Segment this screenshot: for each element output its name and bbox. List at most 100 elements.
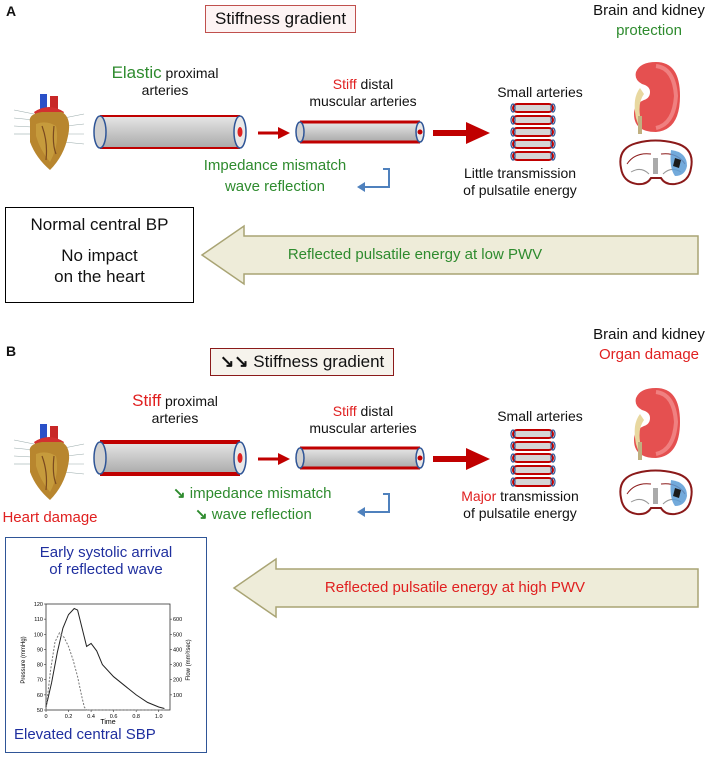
x-axis-label: Time: [100, 719, 115, 726]
big-arrow-icon: [433, 122, 490, 144]
small-arteries-icon: [510, 429, 556, 487]
y2-tick-label: 600: [173, 617, 182, 623]
y-tick-label: 60: [37, 693, 43, 699]
small-arteries-icon: [510, 103, 556, 161]
x-tick-label: 0.2: [65, 714, 73, 720]
panel-a-vessels: [93, 103, 556, 161]
panel-a-outcome: protection: [616, 22, 682, 39]
panel-a-distal-rest: distal: [360, 76, 394, 92]
x-tick-label: 1.0: [155, 714, 163, 720]
panel-a-reflection: wave reflection: [224, 178, 326, 195]
panel-b-outcome: Organ damage: [598, 346, 700, 363]
normal-bp-text: Normal central BP: [30, 215, 169, 234]
panel-b-proximal-line2: arteries: [151, 410, 199, 426]
panel-b-proximal-rest: proximal: [164, 393, 218, 409]
panel-a-mismatch: Impedance mismatch: [203, 157, 347, 174]
panel-b-title: ↘↘ Stiffness gradient: [210, 348, 395, 376]
arrow-icon: [258, 453, 290, 465]
x-tick-label: 0: [44, 714, 47, 720]
panel-a-arrow-label: Reflected pulsatile energy at low PWV: [287, 246, 543, 263]
panel-b-vessels: [93, 429, 556, 487]
panel-b-transmission: Major transmission of pulsatile energy: [440, 488, 600, 522]
panel-a-proximal-line2: arteries: [141, 82, 189, 98]
reflection-arrow-icon: [357, 493, 390, 517]
y2-tick-label: 100: [173, 693, 182, 699]
heart-icon: [13, 424, 85, 500]
panel-a-transmission-line1: Little transmission: [463, 165, 577, 181]
y2-tick-label: 500: [173, 632, 182, 638]
kidney-icon: [634, 388, 680, 460]
y-tick-label: 100: [34, 632, 43, 638]
x-tick-label: 0.6: [110, 714, 118, 720]
panel-b-reflection: ↘ wave reflection: [195, 505, 312, 523]
y2-tick-label: 300: [173, 663, 182, 669]
stiff-proximal-artery: [93, 440, 247, 476]
kidney-icon: [634, 62, 680, 134]
y-tick-label: 50: [37, 708, 43, 714]
flow-series-line: [45, 631, 165, 711]
down-arrow-icon: ↘: [195, 506, 208, 523]
panel-a-proximal-rest: proximal: [165, 65, 219, 81]
panel-b-transmission-rest: transmission: [500, 488, 579, 504]
brain-icon: [619, 139, 693, 186]
inset-title-line1: Early systolic arrival: [39, 544, 173, 561]
panel-b-letter: B: [6, 343, 17, 359]
panel-a-proximal-label: Elastic proximal arteries: [95, 64, 235, 99]
panel-a-distal-line2: muscular arteries: [309, 93, 417, 109]
on-heart-text: on the heart: [54, 267, 145, 286]
panel-b-proximal-label: Stiff proximal arteries: [100, 392, 250, 427]
panel-a-transmission-line2: of pulsatile energy: [463, 182, 577, 198]
elastic-proximal-artery: [93, 115, 247, 149]
no-impact-text: No impact: [61, 246, 138, 265]
x-tick-label: 0.4: [87, 714, 95, 720]
panel-b-distal-word: Stiff: [332, 403, 357, 419]
panel-a-transmission: Little transmission of pulsatile energy: [440, 165, 600, 199]
normal-bp-box: Normal central BP No impact on the heart: [5, 207, 194, 303]
panel-b-brain-kidney: Brain and kidney: [593, 326, 705, 343]
stiff-distal-artery: [295, 446, 425, 470]
panel-b-mismatch-text: impedance mismatch: [189, 485, 332, 502]
y2-tick-label: 400: [173, 647, 182, 653]
plot-frame: [45, 603, 171, 711]
stiff-distal-artery: [295, 120, 425, 144]
y-tick-label: 120: [34, 602, 43, 608]
panel-b-small-arteries-label: Small arteries: [497, 408, 583, 424]
y-axis-label: Pressure (mmHg): [21, 636, 27, 683]
panel-a-title: Stiffness gradient: [205, 5, 357, 33]
panel-b-title-text: Stiffness gradient: [253, 352, 385, 371]
panel-a-title-text: Stiffness gradient: [215, 9, 347, 28]
big-arrow-icon: [433, 448, 490, 470]
heart-damage-label: Heart damage: [2, 509, 98, 526]
down-arrows-icon: ↘↘: [220, 352, 249, 371]
panel-a-small-arteries-label: Small arteries: [497, 84, 583, 100]
panel-a-proximal-word: Elastic: [111, 63, 162, 82]
inset-footer: Elevated central SBP: [14, 726, 156, 743]
panel-b-proximal-word: Stiff: [132, 391, 162, 410]
y-tick-label: 80: [37, 663, 43, 669]
panel-a-distal-label: Stiff distal muscular arteries: [293, 76, 433, 110]
panel-b-distal-rest: distal: [360, 403, 394, 419]
y2-axis-label: Flow (mm³/sec): [186, 639, 192, 680]
early-reflection-inset: Early systolic arrival of reflected wave…: [5, 537, 207, 753]
panel-b-transmission-line2: of pulsatile energy: [463, 505, 577, 521]
panel-b-mismatch: ↘ impedance mismatch: [173, 484, 331, 502]
panel-b-transmission-word: Major: [461, 488, 497, 504]
x-tick-label: 0.8: [132, 714, 140, 720]
reflected-energy-arrow-b: [232, 557, 699, 619]
reflected-energy-arrow-a: [200, 224, 699, 286]
reflection-arrow-icon: [357, 168, 390, 192]
panel-b-distal-line2: muscular arteries: [309, 420, 417, 436]
y2-tick-label: 200: [173, 678, 182, 684]
arrow-icon: [258, 127, 290, 139]
panel-a-distal-word: Stiff: [332, 76, 357, 92]
pressure-series-line: [45, 607, 165, 709]
down-arrow-icon: ↘: [173, 485, 186, 502]
panel-a-brain-kidney: Brain and kidney: [593, 2, 705, 19]
panel-a-letter: A: [6, 3, 17, 19]
brain-icon: [619, 469, 693, 516]
panel-b-distal-label: Stiff distal muscular arteries: [293, 403, 433, 437]
y-tick-label: 90: [37, 647, 43, 653]
y-tick-label: 110: [34, 617, 43, 623]
panel-b-arrow-label: Reflected pulsatile energy at high PWV: [324, 579, 586, 596]
